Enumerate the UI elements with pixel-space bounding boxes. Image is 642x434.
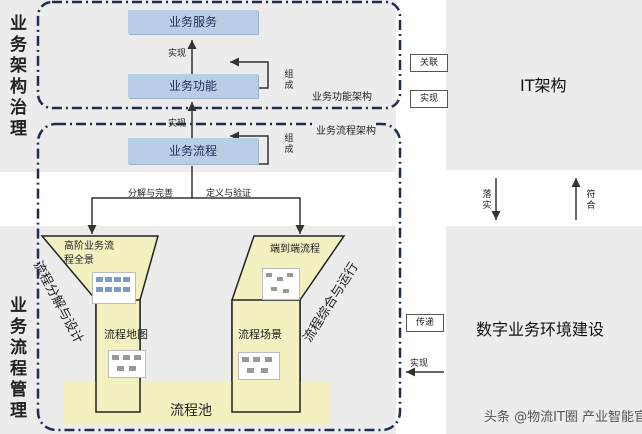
process-map-thumbnail	[108, 350, 146, 378]
business-process-box: 业务流程	[128, 138, 258, 164]
it-architecture-title: IT架构	[520, 76, 567, 95]
conform-label: 符合	[586, 190, 596, 211]
function-arch-frame	[36, 0, 402, 110]
realize-tag: 实现	[410, 90, 448, 108]
left-top-label: 高阶业务流程全景	[64, 240, 120, 268]
fall-real-label: 落实	[482, 190, 492, 211]
function-arch-label: 业务功能架构	[312, 92, 372, 103]
process-management-label: 业务流程管理	[6, 296, 26, 427]
right-middle-label: 流程场景	[238, 328, 282, 341]
edge-realize-mid: 实现	[168, 119, 187, 129]
process-management-text: 业务流程管理	[6, 296, 26, 422]
arrow-decompose	[87, 166, 193, 234]
edge-decompose: 分解与完善	[128, 189, 174, 199]
process-arch-frame	[36, 122, 402, 432]
compose-loop-bottom	[230, 131, 269, 165]
right-top-label: 端到端流程	[270, 244, 320, 255]
left-middle-label: 流程地图	[104, 328, 148, 341]
edge-compose-top: 组成	[284, 70, 294, 91]
business-function-label: 业务功能	[168, 79, 217, 93]
digital-env-panel	[446, 226, 642, 434]
process-scene-thumbnail	[238, 352, 280, 380]
arrow-define-verify	[192, 197, 305, 234]
process-pool-label: 流程池	[170, 403, 212, 419]
business-service-box: 业务服务	[128, 10, 258, 34]
business-function-box: 业务功能	[128, 74, 258, 98]
architecture-governance-label: 业务架构治理	[6, 14, 26, 145]
architecture-governance-text: 业务架构治理	[6, 14, 26, 140]
business-process-label: 业务流程	[168, 144, 217, 158]
business-service-label: 业务服务	[168, 15, 217, 29]
process-landscape-thumbnail	[92, 272, 136, 304]
it-arch-panel	[446, 0, 642, 170]
compose-loop-top	[230, 57, 269, 89]
process-arch-label: 业务流程架构	[316, 122, 376, 137]
watermark: 头条 @物流IT圈 产业智能官	[484, 410, 642, 425]
realize-bottom-label: 实现	[410, 359, 429, 369]
transfer-tag: 传递	[406, 314, 444, 332]
digital-env-title: 数字业务环境建设	[476, 320, 605, 339]
end-to-end-thumbnail	[262, 268, 300, 300]
edge-compose-bottom: 组成	[284, 134, 294, 155]
edge-define-verify: 定义与验证	[206, 189, 252, 199]
left-top-text: 高阶业务流程全景	[64, 241, 114, 266]
edge-realize-top: 实现	[168, 49, 187, 59]
relate-tag: 关联	[410, 54, 448, 72]
